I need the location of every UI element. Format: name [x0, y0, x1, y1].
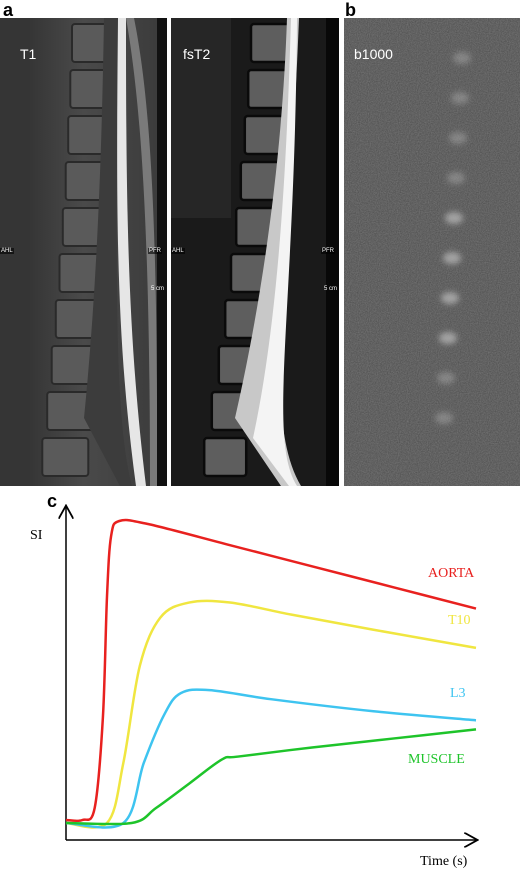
vertebral-body-signal — [441, 292, 459, 304]
t1-right-marker: PFR — [148, 248, 162, 254]
series-label-aorta: AORTA — [428, 566, 475, 581]
vertebral-body-signal — [443, 252, 461, 264]
fst2-label: fsT2 — [183, 46, 211, 62]
series-label-muscle: MUSCLE — [408, 752, 465, 767]
series-label-t10: T10 — [448, 613, 471, 628]
fst2-scale-text: 5 cm — [324, 286, 338, 292]
fst2-left-marker: AHL — [171, 248, 185, 254]
t1-scale-text: 5 cm — [151, 286, 165, 292]
vertebra — [41, 437, 90, 477]
b1000-dwi-image: b1000 — [344, 18, 520, 486]
x-axis-label: Time (s) — [420, 854, 468, 869]
series-line-muscle — [65, 728, 477, 826]
vertebral-body-signal — [451, 92, 469, 104]
b1000-label: b1000 — [354, 46, 393, 62]
y-axis-label: SI — [30, 528, 43, 543]
vertebral-body-signal — [439, 332, 457, 344]
series-line-l3 — [65, 688, 477, 829]
fst2-right-marker: PFR — [321, 248, 335, 254]
panel-letter-c: c — [47, 491, 58, 511]
vertebral-body-signal — [453, 52, 471, 64]
vertebral-body-signal — [437, 372, 455, 384]
panel-letter-a: a — [3, 0, 14, 20]
series-label-l3: L3 — [450, 686, 466, 701]
vertebral-body-signal — [445, 212, 463, 224]
vertebral-body-signal — [447, 172, 465, 184]
t1-left-marker: AHL — [0, 248, 14, 254]
vertebral-body-signal — [449, 132, 467, 144]
vertebral-body-signal — [435, 412, 453, 424]
t1-mri-image: T1 AHL PFR 5 cm — [0, 18, 167, 486]
t1-label: T1 — [20, 46, 37, 62]
fst2-mri-image: fsT2 AHL PFR 5 cm — [171, 18, 339, 486]
series-line-t10 — [65, 599, 477, 829]
series-line-aorta — [65, 518, 477, 823]
panel-letter-b: b — [345, 0, 356, 20]
vertebra — [202, 436, 248, 478]
